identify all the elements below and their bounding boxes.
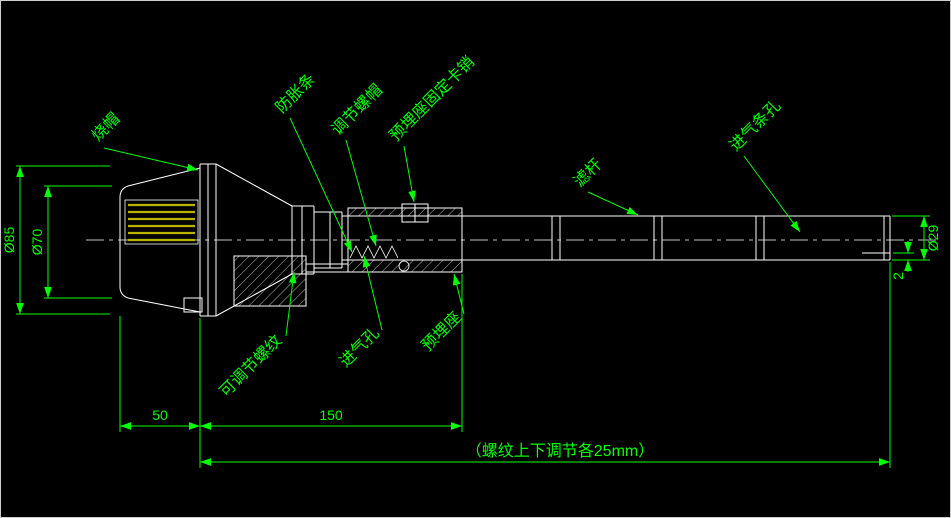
dim-text-rod-dia: Ø29 [925,225,941,252]
embedded-seat-geometry [306,207,463,273]
dim-text-cap-outer-dia: Ø85 [1,227,17,254]
dim-text-wall-thickness: 2 [890,272,906,280]
filter-rod-geometry [342,215,891,261]
dim-text-adjustment-note: （螺纹上下调节各25mm） [466,442,654,460]
dim-adjustment-note: （螺纹上下调节各25mm） [200,442,890,466]
dim-text-cap-inner-dia: Ø70 [29,229,45,256]
cap-stripes [128,203,195,242]
fixing-pin [401,203,429,223]
dim-text-cap-length: 50 [152,407,168,423]
seat-hatch-top [347,207,463,217]
dim-cap-outer-dia: Ø85 [1,165,110,315]
extension-lines [119,262,891,468]
dim-text-thread-length: 150 [319,407,343,423]
bolt-hole [398,260,410,272]
cap-geometry [119,163,217,317]
dim-wall-thickness: 2 [890,241,914,280]
dim-cap-length: 50 [120,407,200,430]
dim-thread-length: 150 [200,407,462,430]
seat-hatch-bottom [347,259,463,273]
rod-joints [551,216,765,260]
dim-cap-inner-dia: Ø70 [29,185,112,299]
dimension-layer: Ø85 Ø70 Ø29 2 50 150 [1,165,941,468]
mounting-block [233,255,307,307]
thread-zigzag [349,245,399,259]
